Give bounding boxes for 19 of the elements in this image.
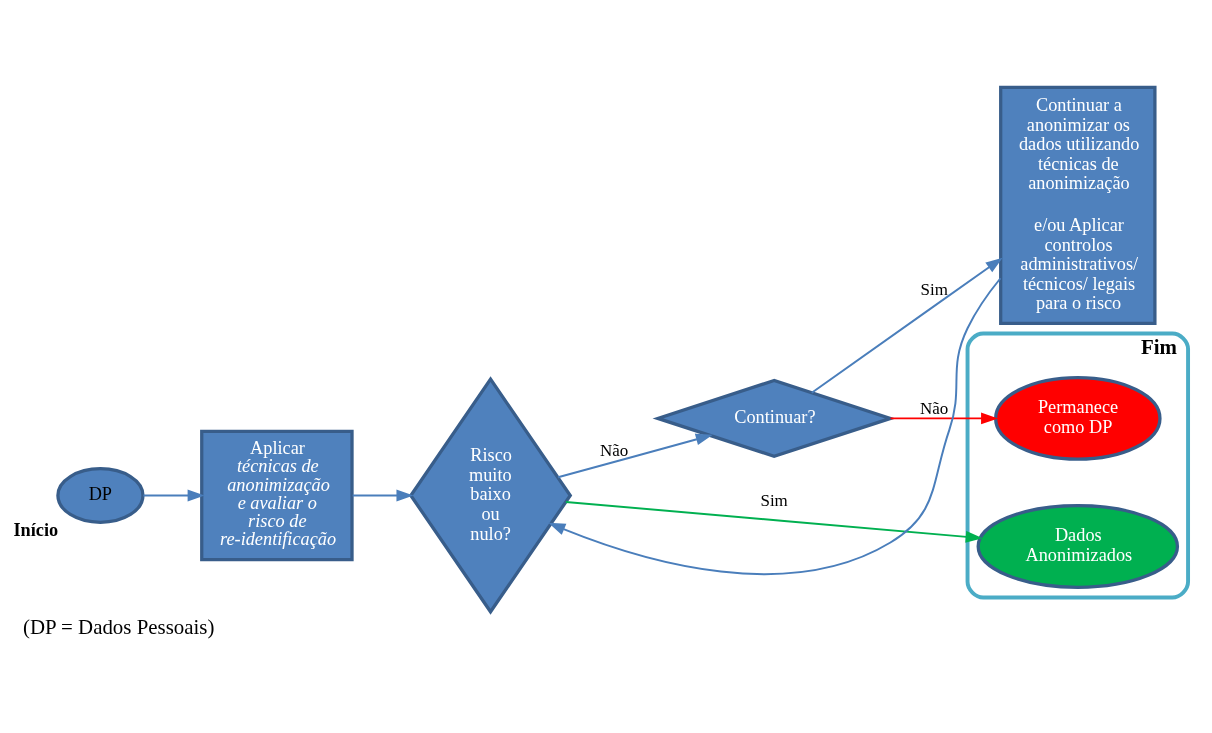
edge-label: Sim [920,279,948,299]
node-ellipse: Dados Anonimizados [976,504,1180,589]
node-label: Início [13,519,59,540]
arrow [810,257,1003,394]
node-box: Aplicar técnicas de anonimização e avaliar o risco de re-identificação [200,429,354,562]
arrow [142,489,205,502]
arrow [564,500,983,543]
edge-label: Não [920,398,949,418]
edge-label: Sim [760,491,788,511]
arrow [548,277,1002,575]
node-ellipse: DP [56,467,145,524]
node-diamond: Risco muito baixo ou nulo? [408,376,573,615]
edge-label: Não [599,440,629,460]
arrow [351,489,414,502]
caption: (DP = Dados Pessoais) [22,614,215,639]
arrow [889,412,999,425]
node-ellipse: Permanece como DP [994,375,1162,461]
node-box: Continuar a anonimizar os dados utilizando técnicas de anonimização e/ou Aplicar controlos administrativos/ técnicos/ legais para o risco [999,85,1157,325]
arrow [557,433,713,479]
